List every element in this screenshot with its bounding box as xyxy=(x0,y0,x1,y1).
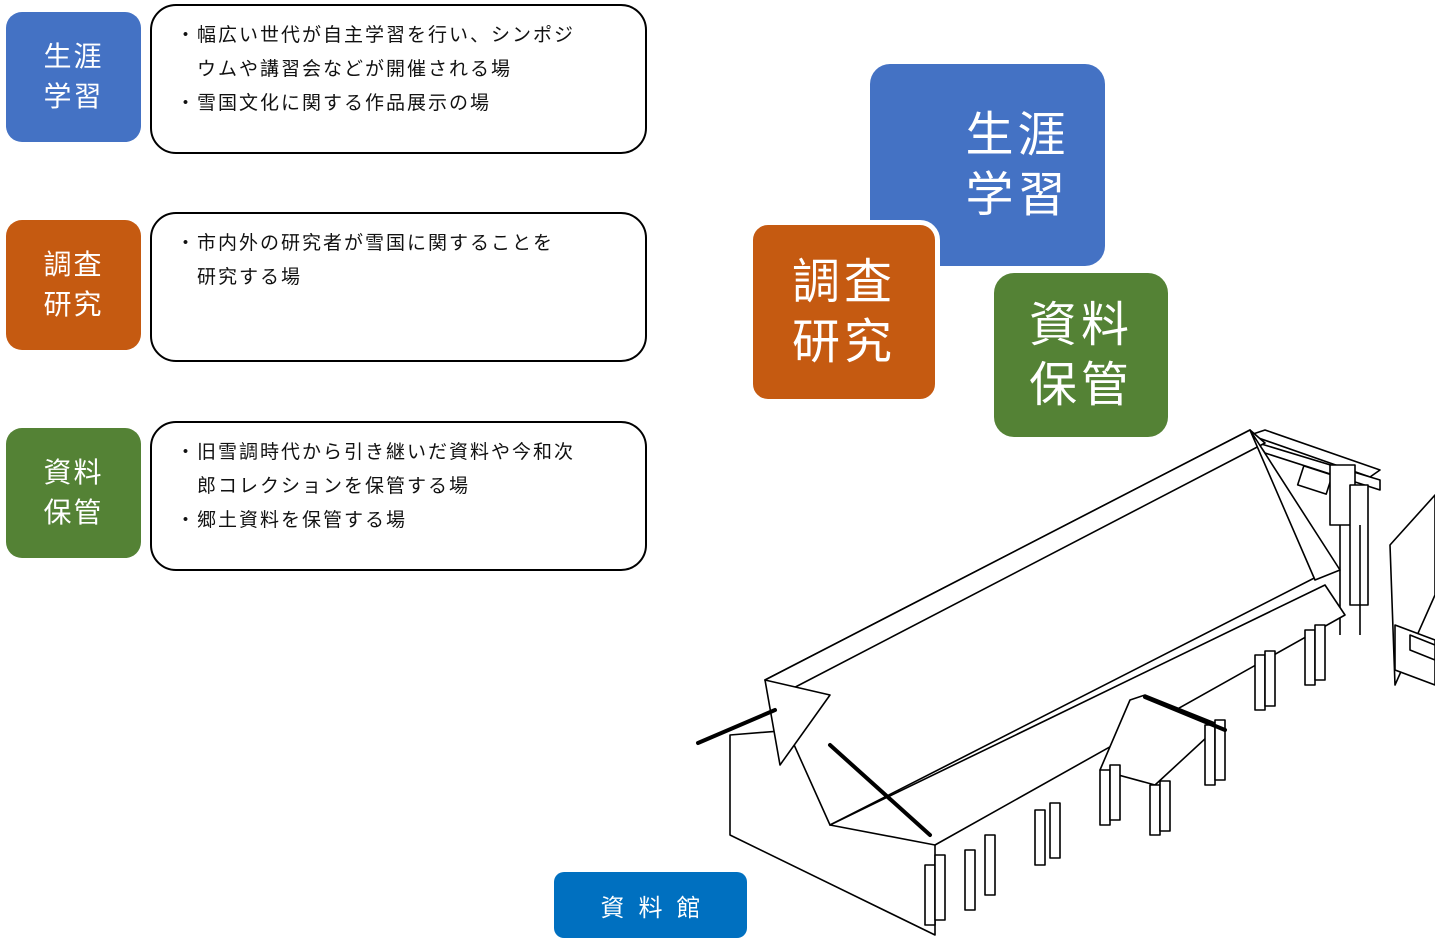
desc-line: ・郷土資料を保管する場 xyxy=(176,509,408,531)
label-research: 調査 研究 xyxy=(6,220,141,350)
badge-line: 保管 xyxy=(1028,357,1133,413)
label-line: 資料 xyxy=(43,456,104,489)
badge-line: 生涯 xyxy=(965,107,1070,163)
desc-research: ・市内外の研究者が雪国に関することを 研究する場 xyxy=(150,212,647,362)
caption-archive-building: 資料館 xyxy=(554,872,747,938)
desc-line: ・旧雪調時代から引き継いだ資料や今和次 xyxy=(176,441,576,463)
desc-storage: ・旧雪調時代から引き継いだ資料や今和次 郎コレクションを保管する場 ・郷土資料を… xyxy=(150,421,647,571)
badge-storage: 資料 保管 xyxy=(994,273,1168,437)
building-illustration xyxy=(696,429,1435,936)
desc-lifelong-learning: ・幅広い世代が自主学習を行い、シンポジ ウムや講習会などが開催される場 ・雪国文… xyxy=(150,4,647,154)
label-line: 生涯 xyxy=(43,40,104,73)
label-line: 保管 xyxy=(43,496,104,529)
desc-line: 郎コレクションを保管する場 xyxy=(176,475,471,497)
badge-line: 調査 xyxy=(791,254,896,310)
label-line: 研究 xyxy=(43,288,104,321)
badge-line: 学習 xyxy=(965,167,1070,223)
label-storage: 資料 保管 xyxy=(6,428,141,558)
badge-line: 研究 xyxy=(791,314,896,370)
desc-line: ウムや講習会などが開催される場 xyxy=(176,58,513,80)
desc-line: ・幅広い世代が自主学習を行い、シンポジ xyxy=(176,24,576,46)
badge-research: 調査 研究 xyxy=(748,220,940,404)
desc-line: 研究する場 xyxy=(176,266,303,288)
label-lifelong-learning: 生涯 学習 xyxy=(6,12,141,142)
label-line: 学習 xyxy=(43,80,104,113)
label-line: 調査 xyxy=(43,248,104,281)
badge-line: 資料 xyxy=(1028,297,1133,353)
desc-line: ・市内外の研究者が雪国に関することを xyxy=(176,232,555,254)
desc-line: ・雪国文化に関する作品展示の場 xyxy=(176,92,492,114)
